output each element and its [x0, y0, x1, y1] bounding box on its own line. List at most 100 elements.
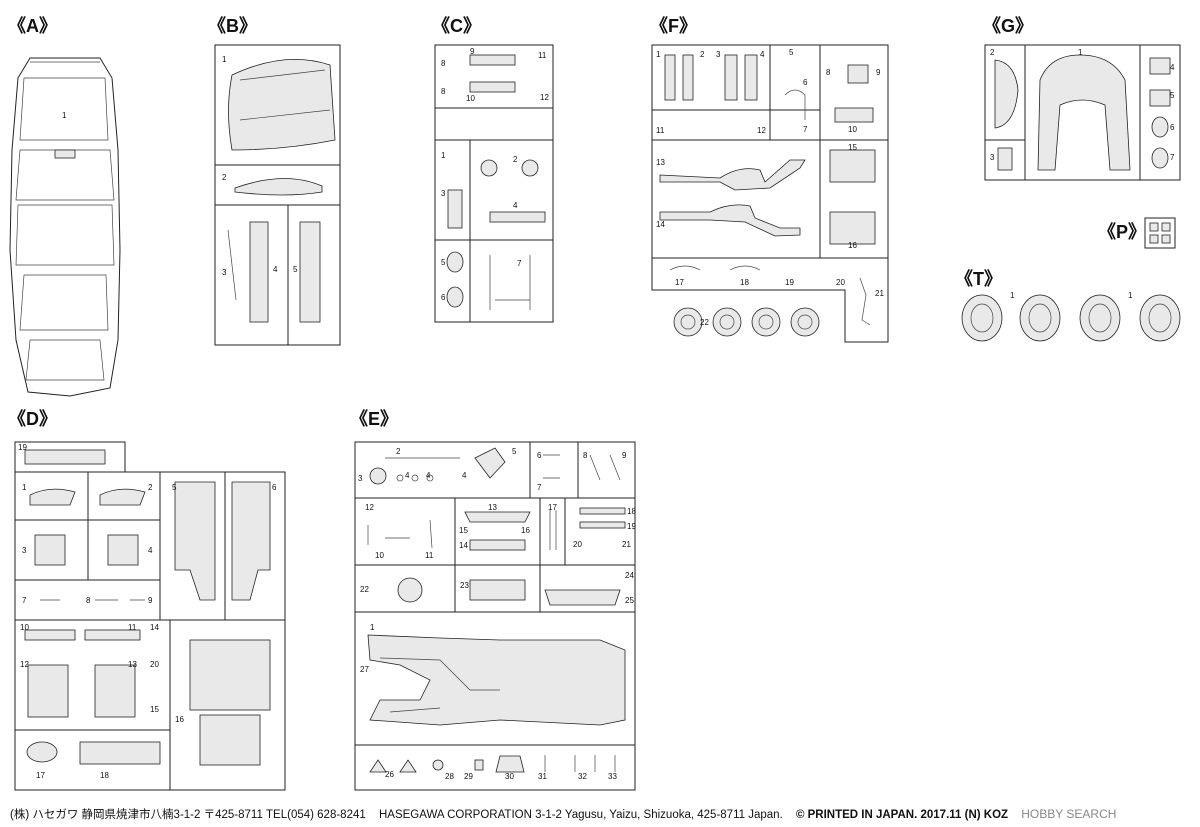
part-number: 4 — [426, 471, 431, 480]
part-number: 5 — [441, 258, 446, 267]
part-number: 7 — [1170, 153, 1175, 162]
part-number: 20 — [150, 660, 159, 669]
part-number: 12 — [757, 126, 766, 135]
frame-title-c: 《C》 — [432, 16, 481, 36]
part-number: 12 — [540, 93, 549, 102]
part-number: 32 — [578, 772, 587, 781]
part-number: 20 — [836, 278, 845, 287]
part-number: 10 — [466, 94, 475, 103]
part-number: 11 — [656, 126, 665, 135]
part-number: 9 — [470, 47, 475, 56]
part-number: 22 — [360, 585, 369, 594]
part-number: 12 — [365, 503, 374, 512]
company-en: HASEGAWA CORPORATION 3-1-2 Yagusu, Yaizu… — [378, 809, 783, 821]
part-number: 28 — [445, 772, 454, 781]
part-number: 3 — [716, 50, 721, 59]
part-number: 1 — [1128, 291, 1133, 300]
part-number: 29 — [464, 772, 473, 781]
part-number: 6 — [272, 483, 277, 492]
part-number: 1 — [1010, 291, 1015, 300]
part-number: 8 — [441, 87, 446, 96]
part-number: 5 — [293, 265, 298, 274]
part-number: 2 — [990, 48, 995, 57]
part-number: 9 — [622, 451, 627, 460]
part-number: 5 — [172, 483, 177, 492]
part-number: 19 — [627, 522, 636, 531]
watermark: HOBBY SEARCH — [1021, 807, 1117, 821]
frame-g-drawing: 2 1 4 5 6 3 7 — [984, 44, 1181, 181]
frame-title-f: 《F》 — [650, 16, 697, 36]
part-number: 9 — [148, 596, 153, 605]
part-number: 16 — [175, 715, 184, 724]
part-number: 6 — [803, 78, 808, 87]
part-number: 4 — [513, 201, 518, 210]
part-number: 3 — [222, 268, 227, 277]
part-number: 6 — [1170, 123, 1175, 132]
part-number: 25 — [625, 596, 634, 605]
part-number: 10 — [20, 623, 29, 632]
part-number: 19 — [785, 278, 794, 287]
part-number: 18 — [740, 278, 749, 287]
part-number: 2 — [513, 155, 518, 164]
part-number: 15 — [150, 705, 159, 714]
part-number: 1 — [22, 483, 27, 492]
part-number: 9 — [876, 68, 881, 77]
part-number: 5 — [1170, 91, 1175, 100]
part-number: 13 — [128, 660, 137, 669]
frame-t-drawing: 1 1 — [961, 291, 1181, 342]
part-number: 7 — [22, 596, 27, 605]
part-number: 21 — [622, 540, 631, 549]
part-number: 17 — [36, 771, 45, 780]
part-number: 30 — [505, 772, 514, 781]
part-number: 26 — [385, 770, 394, 779]
printed-notice: © PRINTED IN JAPAN. 2017.11 (N) KOZ — [795, 809, 1009, 821]
part-number: 2 — [222, 173, 227, 182]
part-number: 2 — [700, 50, 705, 59]
part-number: 7 — [803, 125, 808, 134]
part-number: 11 — [538, 51, 547, 60]
part-number: 8 — [826, 68, 831, 77]
frame-title-t: 《T》 — [955, 269, 1002, 289]
part-number: 6 — [537, 451, 542, 460]
part-number: 14 — [150, 623, 159, 632]
part-number: 18 — [627, 507, 636, 516]
part-number: 15 — [848, 143, 857, 152]
part-number: 24 — [625, 571, 634, 580]
frame-f-drawing: 1 2 3 4 5 6 8 9 7 10 11 12 13 14 15 16 1… — [651, 44, 889, 343]
frame-e-drawing: 2 5 6 8 9 3 4 4 4 7 12 13 17 18 15 16 19… — [354, 441, 636, 791]
frame-a-body-drawing: 1 — [9, 57, 121, 397]
part-number: 21 — [875, 289, 884, 298]
part-number: 1 — [441, 151, 446, 160]
company-jp: (株) ハセガワ 静岡県焼津市八楠3-1-2 〒425-8711 TEL(054… — [10, 809, 366, 821]
frame-title-a: 《A》 — [8, 16, 57, 36]
part-number: 1 — [62, 111, 67, 120]
part-number: 8 — [441, 59, 446, 68]
frame-b-drawing: 1 2 3 4 5 — [214, 44, 341, 346]
part-number: 1 — [1078, 48, 1083, 57]
part-number: 11 — [128, 623, 137, 632]
part-number: 17 — [548, 503, 557, 512]
part-number: 12 — [20, 660, 29, 669]
part-number: 1 — [656, 50, 661, 59]
frame-p-drawing — [1144, 217, 1176, 249]
part-number: 10 — [375, 551, 384, 560]
part-number: 15 — [459, 526, 468, 535]
part-number: 4 — [760, 50, 765, 59]
frame-title-e: 《E》 — [350, 409, 399, 429]
frame-title-p: 《P》 — [1098, 222, 1147, 242]
frame-title-g: 《G》 — [983, 16, 1034, 36]
part-number: 5 — [512, 447, 517, 456]
frame-title-b: 《B》 — [208, 16, 257, 36]
part-number: 23 — [460, 581, 469, 590]
part-number: 20 — [573, 540, 582, 549]
part-number: 17 — [675, 278, 684, 287]
part-number: 2 — [396, 447, 401, 456]
part-number: 31 — [538, 772, 547, 781]
part-number: 18 — [100, 771, 109, 780]
part-number: 16 — [521, 526, 530, 535]
part-number: 8 — [583, 451, 588, 460]
part-number: 3 — [990, 153, 995, 162]
part-number: 19 — [18, 443, 27, 452]
part-number: 4 — [273, 265, 278, 274]
